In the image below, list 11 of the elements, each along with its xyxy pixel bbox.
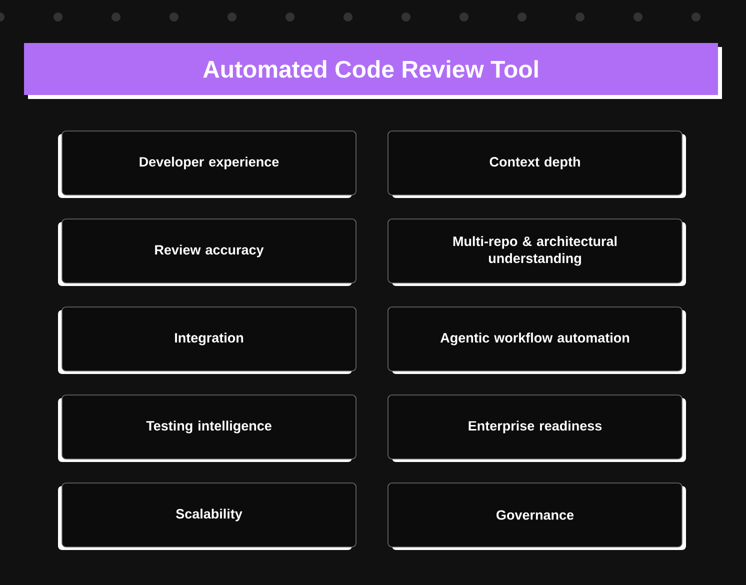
feature-card: Scalability <box>58 482 356 550</box>
feature-card: Agentic workflow automation <box>388 306 686 374</box>
feature-card: Multi-repo & architectural understanding <box>388 218 686 286</box>
feature-card: Integration <box>58 306 356 374</box>
feature-card: Testing intelligence <box>58 394 356 462</box>
feature-card: Governance <box>388 482 686 550</box>
feature-card: Context depth <box>388 130 686 198</box>
title-banner: Automated Code Review Tool <box>24 43 722 99</box>
feature-card: Enterprise readiness <box>388 394 686 462</box>
feature-card: Review accuracy <box>58 218 356 286</box>
feature-card: Developer experience <box>58 130 356 198</box>
